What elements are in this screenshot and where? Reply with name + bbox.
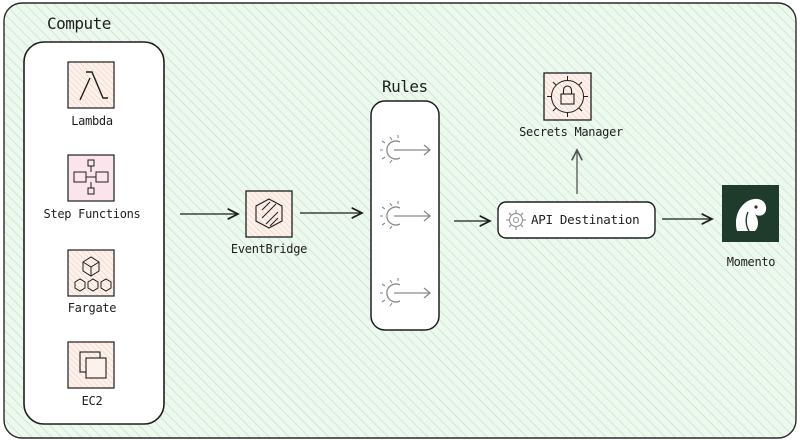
fargate-label: Fargate <box>67 301 117 315</box>
step-functions-label: Step Functions <box>43 207 141 221</box>
rule-icon <box>380 135 432 164</box>
momento-logo <box>722 185 779 242</box>
lambda-label: Lambda <box>71 114 113 128</box>
api-destination-box <box>497 201 656 239</box>
ec2-label: EC2 <box>81 394 103 408</box>
eventbridge-label: EventBridge <box>230 242 308 256</box>
gear-icon <box>506 210 526 230</box>
compute-group-box <box>23 41 165 425</box>
eventbridge-icon <box>245 190 293 238</box>
compute-group-title: Compute <box>47 14 111 33</box>
rule-icon <box>380 201 432 230</box>
api-destination-label: API Destination <box>531 212 640 227</box>
fargate-icon <box>67 249 115 297</box>
lambda-icon <box>67 61 115 109</box>
rules-group-title: Rules <box>382 77 428 96</box>
secrets-manager-label: Secrets Manager <box>519 125 623 139</box>
rule-icon <box>380 278 432 307</box>
ec2-icon <box>67 341 115 389</box>
step-functions-icon <box>67 154 115 202</box>
secrets-manager-icon <box>543 72 592 121</box>
momento-label: Momento <box>726 255 776 269</box>
